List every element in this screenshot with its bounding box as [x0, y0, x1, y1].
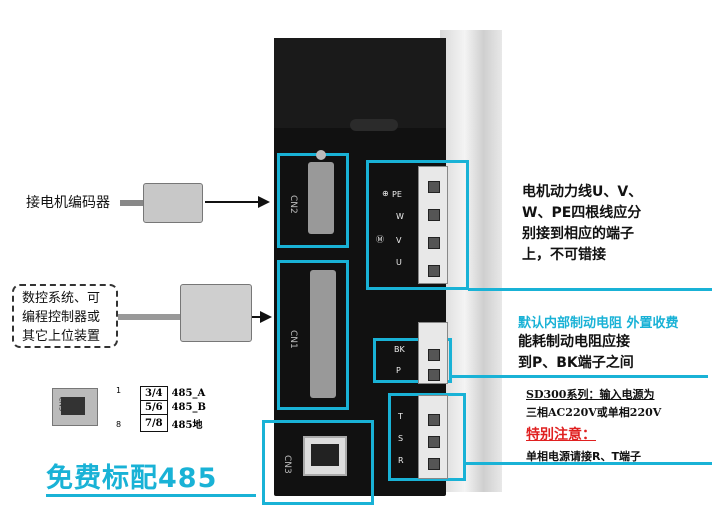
pin-first-label: 1: [116, 386, 122, 395]
controller-arrow: [252, 316, 262, 318]
power-line2: 三相AC220V或单相220V: [526, 406, 662, 419]
cn3-highlight: [262, 420, 374, 505]
terminal-label-r: R: [398, 456, 404, 465]
heatsink: [440, 30, 502, 492]
drive-top-panel: [274, 38, 446, 128]
pin-table: 3/4 485_A 5/6 485_B 7/8 485地: [140, 386, 211, 432]
free-485-underline: [46, 494, 256, 497]
signal-cell: 485_A: [171, 388, 206, 399]
brake-default-label: 默认内部制动电阻 外置收费: [518, 316, 679, 331]
free-485-label: 免费标配485: [46, 463, 218, 494]
rj45-port: [303, 436, 347, 476]
motor-icon: Ⓜ: [376, 235, 384, 244]
special-note-label: 特别注意：: [526, 427, 596, 443]
encoder-plug-icon: [143, 183, 203, 223]
terminal-label-s: S: [398, 434, 404, 443]
signal-cell: 485_B: [171, 402, 206, 413]
table-row: 3/4 485_A: [140, 386, 211, 401]
terminal-label-pe: PE: [392, 190, 402, 199]
encoder-label: 接电机编码器: [26, 195, 110, 211]
pin-cell: 5/6: [140, 400, 168, 415]
controller-box: [12, 284, 118, 348]
controller-cable: [118, 314, 180, 320]
brake-terminal-block: [418, 322, 448, 384]
vent-slot: [350, 119, 398, 131]
arrow-head-icon: [260, 311, 272, 323]
signal-cell: 485地: [171, 419, 203, 431]
cn1-label: CN1: [288, 330, 298, 349]
ground-icon: ⊕: [382, 189, 389, 198]
brake-note: 能耗制动电阻应接 到P、BK端子之间: [518, 334, 634, 371]
motor-terminal-block: [418, 166, 448, 284]
table-row: 7/8 485地: [140, 414, 211, 432]
power-note-line: [466, 462, 712, 465]
terminal-label-v: V: [396, 236, 402, 245]
motor-note: 电机动力线U、V、 W、PE四根线应分 别接到相应的端子 上，不可错接: [522, 184, 643, 263]
brake-note-line: [452, 375, 708, 378]
controller-plug-icon: [180, 284, 252, 342]
screw-icon: [316, 150, 326, 160]
arrow-head-icon: [258, 196, 270, 208]
pin-last-label: 8: [116, 420, 122, 429]
power-terminal-block: [418, 395, 448, 479]
table-row: 5/6 485_B: [140, 400, 211, 415]
terminal-label-t: T: [398, 412, 403, 421]
encoder-arrow: [205, 201, 261, 203]
terminal-label-w: W: [396, 212, 404, 221]
cn2-label: CN2: [288, 195, 298, 214]
rj45-pinout-icon: [52, 388, 98, 426]
motor-note-line: [468, 288, 712, 291]
pin-cell: 7/8: [140, 414, 168, 432]
cn3-small-label: CN3: [57, 396, 66, 412]
pin-cell: 3/4: [140, 386, 168, 401]
motor-terminal-highlight: [366, 160, 469, 290]
cn3-label: CN3: [282, 455, 292, 474]
brake-terminal-highlight: [373, 338, 452, 383]
cn2-connector: [308, 162, 334, 234]
cn1-highlight: [277, 260, 349, 410]
power-title: SD300系列：输入电源为: [526, 388, 655, 401]
terminal-label-u: U: [396, 258, 402, 267]
encoder-cable: [120, 200, 144, 206]
terminal-label-bk: BK: [394, 345, 405, 354]
power-terminal-highlight: [388, 393, 466, 481]
terminal-label-p: P: [396, 366, 401, 375]
cn1-connector: [310, 270, 336, 398]
controller-label: 数控系统、可 编程控制器或 其它上位装置: [22, 291, 101, 344]
cn2-highlight: [277, 153, 349, 248]
single-phase-note: 单相电源请接R、T端子: [526, 450, 641, 463]
